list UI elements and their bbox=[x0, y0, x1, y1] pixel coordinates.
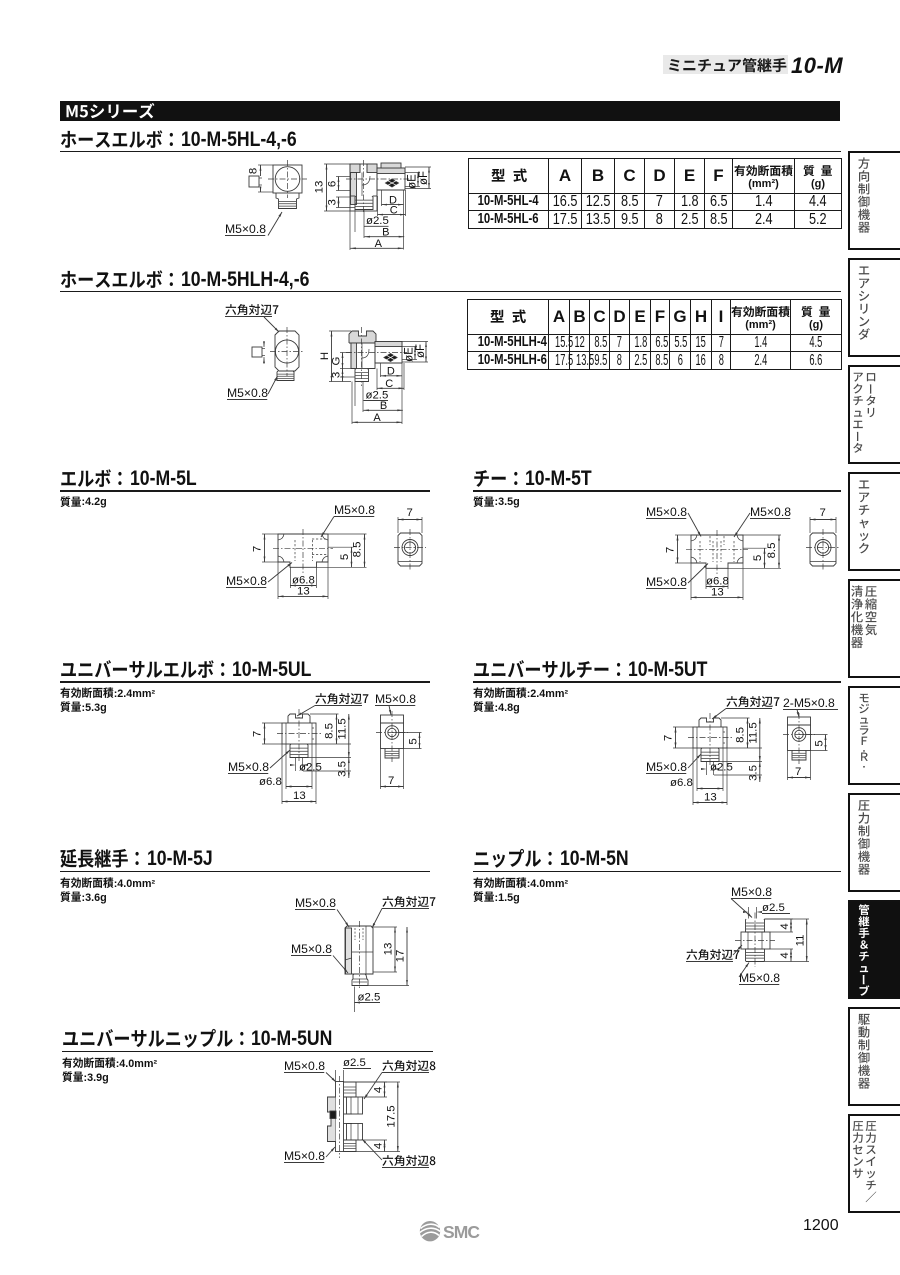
svg-text:M5×0.8: M5×0.8 bbox=[295, 896, 336, 910]
svg-text:13: 13 bbox=[704, 792, 717, 804]
svg-text:2-M5×0.8: 2-M5×0.8 bbox=[783, 696, 835, 710]
svg-text:A: A bbox=[373, 412, 381, 424]
svg-text:D: D bbox=[387, 366, 395, 378]
svg-text:SMC: SMC bbox=[443, 1222, 480, 1242]
svg-text:3: 3 bbox=[331, 372, 343, 378]
svg-text:M5×0.8: M5×0.8 bbox=[284, 1059, 325, 1073]
svg-text:M5×0.8: M5×0.8 bbox=[646, 575, 687, 589]
svg-text:ø2.5: ø2.5 bbox=[710, 762, 733, 774]
svg-text:ø6.8: ø6.8 bbox=[292, 575, 315, 587]
svg-text:5: 5 bbox=[752, 555, 764, 561]
svg-text:4: 4 bbox=[779, 952, 791, 958]
svg-text:7: 7 bbox=[820, 507, 826, 519]
svg-text:8.5: 8.5 bbox=[735, 727, 747, 743]
svg-text:7: 7 bbox=[252, 731, 264, 737]
svg-text:7: 7 bbox=[252, 546, 264, 552]
svg-text:ø2.5: ø2.5 bbox=[366, 215, 389, 227]
svg-text:ø2.5: ø2.5 bbox=[366, 389, 389, 401]
svg-text:B: B bbox=[380, 400, 387, 412]
svg-text:17.5: 17.5 bbox=[385, 1105, 397, 1127]
svg-text:M5×0.8: M5×0.8 bbox=[739, 971, 780, 985]
svg-text:C: C bbox=[385, 378, 393, 390]
svg-text:8.5: 8.5 bbox=[766, 543, 778, 559]
svg-text:4: 4 bbox=[372, 1087, 384, 1093]
svg-text:5: 5 bbox=[408, 738, 420, 744]
svg-text:11: 11 bbox=[795, 935, 807, 947]
svg-text:6: 6 bbox=[327, 181, 339, 187]
svg-text:11.5: 11.5 bbox=[748, 722, 760, 743]
svg-text:ø6.8: ø6.8 bbox=[670, 777, 693, 789]
svg-text:13: 13 bbox=[711, 587, 724, 599]
svg-text:M5×0.8: M5×0.8 bbox=[731, 885, 772, 899]
svg-text:7: 7 bbox=[665, 547, 677, 553]
svg-text:D: D bbox=[389, 195, 397, 207]
svg-text:7: 7 bbox=[388, 775, 394, 787]
svg-text:ø6.8: ø6.8 bbox=[259, 776, 282, 788]
svg-text:7: 7 bbox=[407, 507, 413, 519]
svg-text:3.5: 3.5 bbox=[748, 765, 760, 781]
svg-text:øE: øE bbox=[407, 174, 419, 189]
svg-text:øF: øF bbox=[415, 344, 427, 358]
svg-text:G: G bbox=[331, 356, 343, 365]
svg-text:13: 13 bbox=[297, 586, 310, 598]
svg-text:ø2.5: ø2.5 bbox=[343, 1057, 366, 1069]
svg-text:7: 7 bbox=[663, 735, 675, 741]
svg-text:øE: øE bbox=[404, 347, 416, 362]
svg-text:M5×0.8: M5×0.8 bbox=[291, 942, 332, 956]
svg-text:8.5: 8.5 bbox=[352, 542, 364, 558]
svg-text:4: 4 bbox=[372, 1143, 384, 1149]
svg-text:ø2.5: ø2.5 bbox=[299, 762, 322, 774]
svg-text:13: 13 bbox=[293, 790, 306, 802]
svg-text:M5×0.8: M5×0.8 bbox=[750, 505, 791, 519]
svg-text:M5×0.8: M5×0.8 bbox=[334, 503, 375, 517]
svg-text:3: 3 bbox=[327, 199, 339, 205]
svg-text:M5×0.8: M5×0.8 bbox=[227, 386, 268, 400]
svg-text:8: 8 bbox=[248, 168, 260, 174]
svg-text:M5×0.8: M5×0.8 bbox=[226, 574, 267, 588]
svg-text:5: 5 bbox=[339, 554, 351, 560]
svg-text:3.5: 3.5 bbox=[337, 761, 349, 777]
svg-text:ø6.8: ø6.8 bbox=[706, 576, 729, 588]
svg-text:M5×0.8: M5×0.8 bbox=[375, 692, 416, 706]
svg-text:7: 7 bbox=[795, 766, 801, 778]
svg-text:H: H bbox=[319, 352, 331, 360]
svg-text:ø2.5: ø2.5 bbox=[762, 902, 785, 914]
svg-text:M5×0.8: M5×0.8 bbox=[646, 760, 687, 774]
svg-text:4: 4 bbox=[779, 923, 791, 929]
svg-text:ø2.5: ø2.5 bbox=[358, 992, 381, 1004]
svg-text:8.5: 8.5 bbox=[324, 723, 336, 739]
svg-text:øF: øF bbox=[418, 171, 430, 185]
svg-text:17: 17 bbox=[395, 950, 407, 963]
svg-text:B: B bbox=[382, 227, 389, 239]
svg-text:A: A bbox=[375, 238, 383, 250]
svg-text:M5×0.8: M5×0.8 bbox=[225, 222, 266, 236]
svg-text:13: 13 bbox=[383, 943, 395, 956]
svg-text:11.5: 11.5 bbox=[337, 718, 349, 739]
svg-text:5: 5 bbox=[814, 740, 826, 746]
svg-text:M5×0.8: M5×0.8 bbox=[284, 1149, 325, 1163]
svg-text:C: C bbox=[390, 205, 398, 217]
svg-text:13: 13 bbox=[314, 181, 326, 194]
svg-text:M5×0.8: M5×0.8 bbox=[228, 760, 269, 774]
svg-text:M5×0.8: M5×0.8 bbox=[646, 505, 687, 519]
